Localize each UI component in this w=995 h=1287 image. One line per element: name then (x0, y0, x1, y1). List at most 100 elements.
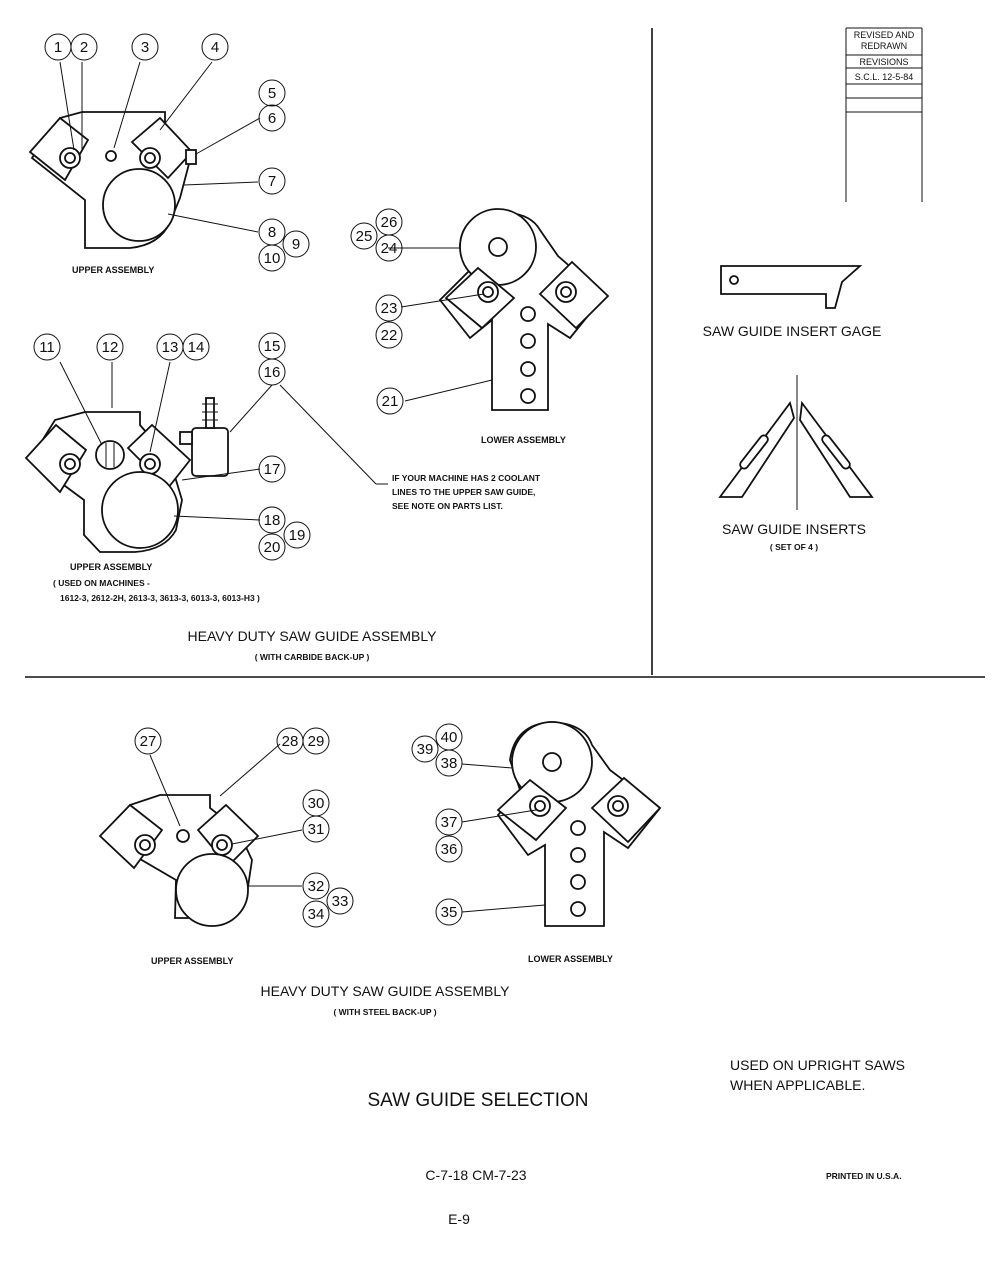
callout-13: 13 (156, 333, 184, 361)
coolant-note-line-1: IF YOUR MACHINE HAS 2 COOLANT (392, 473, 541, 483)
svg-text:15: 15 (264, 338, 281, 355)
upright-saws-note-line-2: WHEN APPLICABLE. (730, 1077, 865, 1093)
inserts-set-label: ( SET OF 4 ) (770, 542, 818, 552)
callout-9: 9 (282, 230, 310, 258)
callout-21: 21 (376, 387, 404, 415)
callout-6: 6 (258, 104, 286, 132)
callout-19: 19 (283, 521, 311, 549)
steel-lower-assembly-drawing (496, 721, 662, 927)
coolant-note-line-2: LINES TO THE UPPER SAW GUIDE, (392, 487, 535, 497)
steel-assembly-subtitle: ( WITH STEEL BACK-UP ) (333, 1007, 436, 1017)
lower-assembly-1-drawing (438, 208, 610, 411)
inserts-drawing (718, 375, 874, 510)
svg-text:23: 23 (381, 300, 398, 317)
callout-23: 23 (375, 294, 403, 322)
svg-text:40: 40 (441, 729, 458, 746)
callout-11: 11 (33, 333, 61, 361)
upright-saws-note-line-1: USED ON UPRIGHT SAWS (730, 1057, 905, 1073)
callout-32: 32 (302, 872, 330, 900)
callout-36: 36 (435, 835, 463, 863)
svg-text:20: 20 (264, 539, 281, 556)
svg-text:34: 34 (308, 906, 325, 923)
svg-text:35: 35 (441, 904, 458, 921)
svg-text:22: 22 (381, 327, 398, 344)
callout-20: 20 (258, 533, 286, 561)
callout-28: 28 (276, 727, 304, 755)
svg-text:13: 13 (162, 339, 179, 356)
callout-17: 17 (258, 455, 286, 483)
svg-text:21: 21 (382, 393, 399, 410)
svg-text:12: 12 (102, 339, 119, 356)
callout-16: 16 (258, 358, 286, 386)
svg-text:26: 26 (381, 214, 398, 231)
svg-text:39: 39 (417, 741, 434, 758)
svg-text:37: 37 (441, 814, 458, 831)
svg-text:28: 28 (282, 733, 299, 750)
upper-assembly-2-drawing (24, 397, 229, 553)
svg-text:29: 29 (308, 733, 325, 750)
callout-33: 33 (326, 887, 354, 915)
callout-39: 39 (411, 735, 439, 763)
steel-lower-assembly-label: LOWER ASSEMBLY (528, 954, 613, 964)
svg-text:16: 16 (264, 364, 281, 381)
leader-lines (59, 61, 546, 913)
callout-10: 10 (258, 244, 286, 272)
steel-upper-assembly-drawing (98, 794, 260, 927)
revision-block: REVISED AND REDRAWN REVISIONS S.C.L. 12-… (845, 27, 923, 202)
svg-text:30: 30 (308, 795, 325, 812)
inserts-label: SAW GUIDE INSERTS (722, 521, 866, 537)
callout-2: 2 (70, 33, 98, 61)
svg-text:10: 10 (264, 250, 281, 267)
upper-assembly-1-label: UPPER ASSEMBLY (72, 265, 154, 275)
revision-line-2: REDRAWN (861, 41, 907, 51)
svg-text:31: 31 (308, 821, 325, 838)
callout-7: 7 (258, 167, 286, 195)
revision-line-1: REVISED AND (854, 30, 915, 40)
callout-25: 25 (350, 222, 378, 250)
coolant-note-line-3: SEE NOTE ON PARTS LIST. (392, 501, 503, 511)
callout-35: 35 (435, 898, 463, 926)
callout-38: 38 (435, 749, 463, 777)
svg-text:18: 18 (264, 512, 281, 529)
callout-8: 8 (258, 218, 286, 246)
callout-30: 30 (302, 789, 330, 817)
callout-1: 1 (44, 33, 72, 61)
callout-31: 31 (302, 815, 330, 843)
svg-text:17: 17 (264, 461, 281, 478)
revision-line-3: REVISIONS (859, 57, 908, 67)
lower-assembly-1-label: LOWER ASSEMBLY (481, 435, 566, 445)
callout-3: 3 (131, 33, 159, 61)
upper-assembly-1-drawing (28, 111, 197, 249)
callout-5: 5 (258, 79, 286, 107)
callout-4: 4 (201, 33, 229, 61)
svg-text:3: 3 (141, 39, 149, 56)
callout-12: 12 (96, 333, 124, 361)
svg-text:5: 5 (268, 85, 276, 102)
insert-gage-drawing (720, 265, 863, 309)
callout-22: 22 (375, 321, 403, 349)
svg-text:6: 6 (268, 110, 276, 127)
page-number: E-9 (448, 1211, 470, 1227)
callout-26: 26 (375, 208, 403, 236)
callout-29: 29 (302, 727, 330, 755)
svg-text:25: 25 (356, 228, 373, 245)
carbide-assembly-title: HEAVY DUTY SAW GUIDE ASSEMBLY (188, 628, 438, 644)
used-on-machines-line-2: 1612-3, 2612-2H, 2613-3, 3613-3, 6013-3,… (60, 593, 260, 603)
insert-gage-label: SAW GUIDE INSERT GAGE (703, 323, 882, 339)
callout-40: 40 (435, 723, 463, 751)
callout-34: 34 (302, 900, 330, 928)
page-main-title: SAW GUIDE SELECTION (368, 1090, 589, 1111)
svg-text:32: 32 (308, 878, 325, 895)
revision-line-4: S.C.L. 12-5-84 (855, 72, 914, 82)
drawing-numbers: C-7-18 CM-7-23 (425, 1167, 526, 1183)
callout-14: 14 (182, 333, 210, 361)
svg-text:8: 8 (268, 224, 276, 241)
carbide-assembly-subtitle: ( WITH CARBIDE BACK-UP ) (255, 652, 370, 662)
svg-text:4: 4 (211, 39, 219, 56)
callout-18: 18 (258, 506, 286, 534)
printed-in-usa: PRINTED IN U.S.A. (826, 1171, 902, 1181)
svg-text:38: 38 (441, 755, 458, 772)
svg-text:33: 33 (332, 893, 349, 910)
svg-text:27: 27 (140, 733, 157, 750)
